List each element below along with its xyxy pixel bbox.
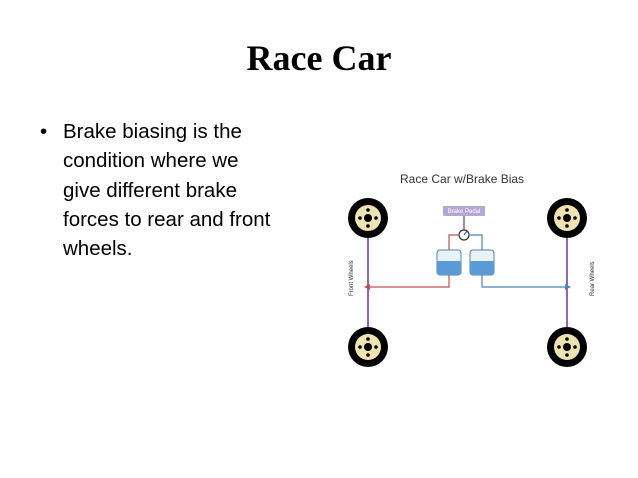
rear-brake-line [469,234,483,250]
bullet-marker: • [40,120,48,143]
slide-title: Race Car [246,38,392,78]
front-arrow-icon [364,284,370,290]
rear-arrow-icon [565,284,571,290]
diagram-title: Race Car w/Brake Bias [400,172,524,186]
brake-bias-diagram: Race Car w/Brake Bias Brake Pedal Front … [348,172,596,367]
bullet-line: forces to rear and front [63,207,271,231]
bullet-line: Brake biasing is the [63,120,242,143]
front-brake-line [448,234,459,250]
wheel-icon [547,198,587,238]
gauge-needle [463,230,468,236]
rear-wheels-label: Rear Wheels [590,261,596,296]
front-wheel-line [368,275,450,288]
wheel-icon [348,198,388,238]
rear-reservoir-fluid [470,261,494,275]
bullet-line: condition where we [63,149,239,173]
bullet-item: • Brake biasing is the condition where w… [40,117,310,263]
front-wheels-label: Front Wheels [349,260,355,296]
bullet-line: give different brake [63,178,237,202]
brake-pedal-label: Brake Pedal [448,209,481,215]
wheel-icon [348,327,388,367]
wheel-icon [547,327,587,367]
rear-wheel-line [481,275,567,288]
brake-pedal-box [443,206,485,216]
front-reservoir-fluid [437,261,461,275]
bullet-list: • Brake biasing is the condition where w… [40,117,310,263]
bullet-line: wheels. [63,237,133,261]
